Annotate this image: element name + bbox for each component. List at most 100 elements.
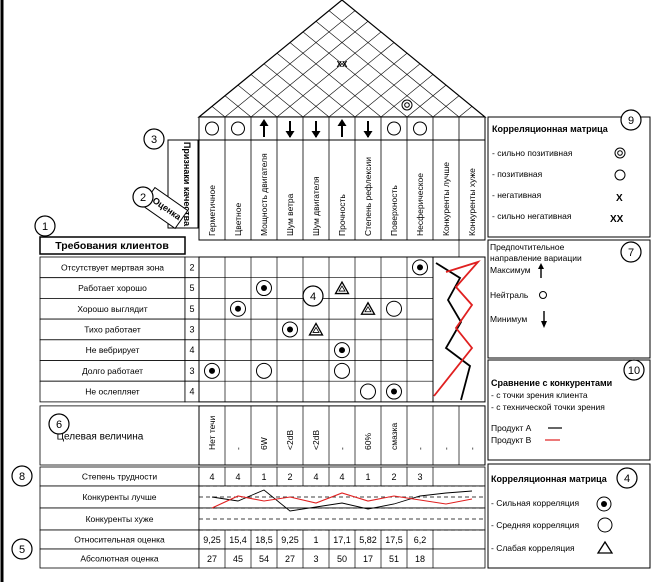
product-a-label: Продукт А — [491, 423, 532, 433]
requirements-title: Требования клиентов — [55, 240, 169, 252]
column-header: Конкуренты хуже — [467, 168, 477, 236]
arrow-down-icon — [311, 121, 321, 138]
target-value: - — [415, 447, 425, 450]
difficulty-value: 2 — [391, 472, 396, 482]
requirement-label: Долго работает — [82, 366, 143, 376]
marker-number: 1 — [42, 221, 48, 233]
medium-correlation-legend-icon — [597, 517, 613, 533]
strong-correlation-icon — [204, 362, 220, 379]
svg-text:- Сильная корреляция: - Сильная корреляция — [491, 498, 579, 508]
relative-value: 17,5 — [385, 535, 403, 545]
column-header: Шум двигателя — [311, 176, 321, 236]
weak-correlation-icon — [360, 301, 376, 315]
svg-text:- Слабая корреляция: - Слабая корреляция — [491, 543, 575, 553]
svg-text:- с точки зрения клиента: - с точки зрения клиента — [491, 390, 588, 400]
marker-number: 2 — [140, 192, 146, 204]
marker-number: 7 — [628, 247, 634, 259]
strong-correlation-icon — [230, 300, 246, 317]
characteristics-label: Признаки качества — [182, 142, 192, 227]
svg-text:- с технической точки зрения: - с технической точки зрения — [491, 402, 605, 412]
relative-label: Относительная оценка — [74, 535, 165, 545]
header-block: Признаки качества Оценка Требования клие… — [39, 139, 199, 255]
negative-icon: X — [616, 193, 623, 204]
marker-number: 4 — [310, 291, 316, 303]
correlation-legend-item: - негативная — [492, 190, 542, 200]
marker-2 — [132, 186, 154, 208]
requirement-rating: 4 — [189, 387, 194, 397]
marker-3 — [143, 128, 165, 150]
medium-correlation-icon — [256, 362, 272, 379]
marker-number: 6 — [56, 419, 62, 431]
marker-1 — [34, 215, 56, 237]
neutral-circle-icon — [231, 121, 245, 136]
requirement-rating: 3 — [189, 324, 194, 334]
difficulty-value: 4 — [339, 472, 344, 482]
product-a-line — [211, 489, 473, 512]
strong-positive-icon — [614, 147, 626, 159]
difficulty-value: 4 — [313, 472, 318, 482]
worse-label: Конкуренты хуже — [86, 514, 154, 524]
arrow-down-icon — [285, 121, 295, 138]
requirement-rating: 5 — [189, 304, 194, 314]
column-header: Степень рефлексии — [363, 157, 373, 236]
strong-correlation-icon — [412, 259, 428, 276]
difficulty-value: 3 — [417, 472, 422, 482]
positive-icon — [614, 169, 626, 181]
relative-value: 18,5 — [255, 535, 273, 545]
marker-5 — [11, 538, 33, 560]
strong-correlation-icon — [282, 321, 298, 338]
relative-value: 15,4 — [229, 535, 247, 545]
marker-9 — [620, 109, 642, 131]
difficulty-value: 4 — [209, 472, 214, 482]
neutral-circle-icon — [387, 121, 401, 136]
relative-value: 5,82 — [359, 535, 377, 545]
marker-4 — [302, 285, 324, 307]
relative-value: 1 — [313, 535, 318, 545]
marker-number: 8 — [19, 471, 25, 483]
marker-6 — [48, 413, 70, 435]
target-value: - — [233, 447, 243, 450]
column-header: Мощность двигателя — [259, 153, 269, 236]
target-value: <2dB — [311, 430, 321, 450]
requirement-rating: 5 — [189, 283, 194, 293]
medium-correlation-icon — [386, 300, 402, 317]
difficulty-value: 2 — [287, 472, 292, 482]
difficulty-value: 1 — [365, 472, 370, 482]
difficulty-value: 1 — [261, 472, 266, 482]
column-header: Герметичное — [207, 185, 217, 236]
target-value: - — [337, 447, 347, 450]
absolute-value: 50 — [337, 554, 347, 564]
arrow-up-icon — [259, 119, 269, 137]
medium-correlation-icon — [360, 383, 376, 400]
weak-correlation-icon — [334, 280, 350, 295]
correlation-legend-item: - позитивная — [492, 169, 543, 179]
arrow-down-icon — [363, 121, 373, 138]
absolute-value: 54 — [259, 554, 269, 564]
relative-value: 9,25 — [281, 535, 299, 545]
roof-label: XX — [337, 60, 348, 69]
relative-value: 9,25 — [203, 535, 221, 545]
requirement-label: Работает хорошо — [78, 283, 147, 293]
weak-correlation-icon — [308, 322, 324, 336]
strong-correlation-icon — [334, 342, 350, 359]
absolute-value: 45 — [233, 554, 243, 564]
target-value: - — [467, 447, 477, 450]
correlation-legend — [487, 116, 651, 238]
column-header: Шум ветра — [285, 193, 295, 236]
correlation-roof: XX — [197, 0, 487, 118]
requirement-rating: 2 — [189, 262, 194, 272]
competitor-chart — [433, 260, 481, 401]
relative-value: 6,2 — [414, 535, 427, 545]
marker-10 — [623, 359, 645, 381]
marker-number: 4 — [624, 473, 630, 485]
marker-number: 10 — [628, 365, 640, 377]
roof-strong-positive-mark — [401, 99, 413, 111]
correlation-legend-item: - сильно негативная — [492, 211, 572, 221]
neutral-circle-icon — [205, 121, 219, 136]
target-label: Целевая величина — [57, 431, 144, 442]
direction-max: Максимум — [490, 265, 531, 275]
absolute-value: 17 — [363, 554, 373, 564]
absolute-value: 3 — [313, 554, 318, 564]
